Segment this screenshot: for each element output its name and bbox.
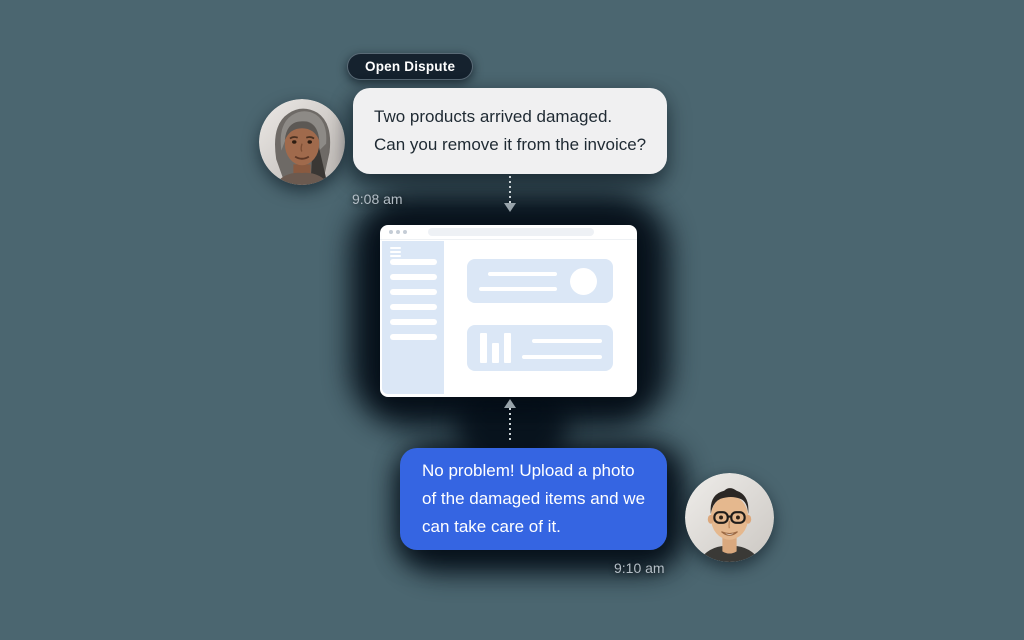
sidebar-nav-item[interactable] [390,304,437,310]
agent-message-timestamp: 9:10 am [614,560,665,576]
open-dispute-badge[interactable]: Open Dispute [347,53,474,80]
arrow-up-icon [503,399,517,443]
sidebar-nav-item[interactable] [390,289,437,295]
customer-message-timestamp: 9:08 am [352,191,403,207]
text-placeholder [532,339,602,343]
bar-chart-icon [480,333,511,363]
sidebar-nav-item[interactable] [390,259,437,265]
avatar-placeholder-circle [570,268,597,295]
customer-photo-illustration [259,99,345,185]
menu-icon[interactable] [390,247,401,259]
sidebar-nav-item[interactable] [390,274,437,280]
arrow-down-icon [503,176,517,212]
message-text: No problem! Upload a photo [422,461,635,480]
agent-avatar [685,473,774,562]
dotted-line [509,408,511,443]
agent-message-bubble: No problem! Upload a photo of the damage… [400,448,668,550]
sidebar-nav-item[interactable] [390,334,437,340]
message-text: of the damaged items and we [422,489,646,508]
arrowhead-down [504,203,516,212]
app-window-mockup [380,225,637,397]
message-text: can take care of it. [422,517,561,536]
arrowhead-up [504,399,516,408]
text-placeholder [479,287,557,291]
dotted-line [509,176,511,203]
customer-avatar [259,99,345,185]
message-text: Two products arrived damaged. [374,107,613,126]
window-sidebar [382,241,444,394]
window-titlebar [380,225,637,240]
summary-card [467,259,613,303]
agent-photo-illustration [685,473,774,562]
window-controls-icon[interactable] [389,230,407,234]
message-text: Can you remove it from the invoice? [374,135,647,154]
text-placeholder [522,355,602,359]
sidebar-nav-item[interactable] [390,319,437,325]
text-placeholder [488,272,557,276]
address-bar[interactable] [428,228,594,236]
chart-card [467,325,613,371]
customer-message-bubble: Two products arrived damaged. Can you re… [353,88,668,174]
